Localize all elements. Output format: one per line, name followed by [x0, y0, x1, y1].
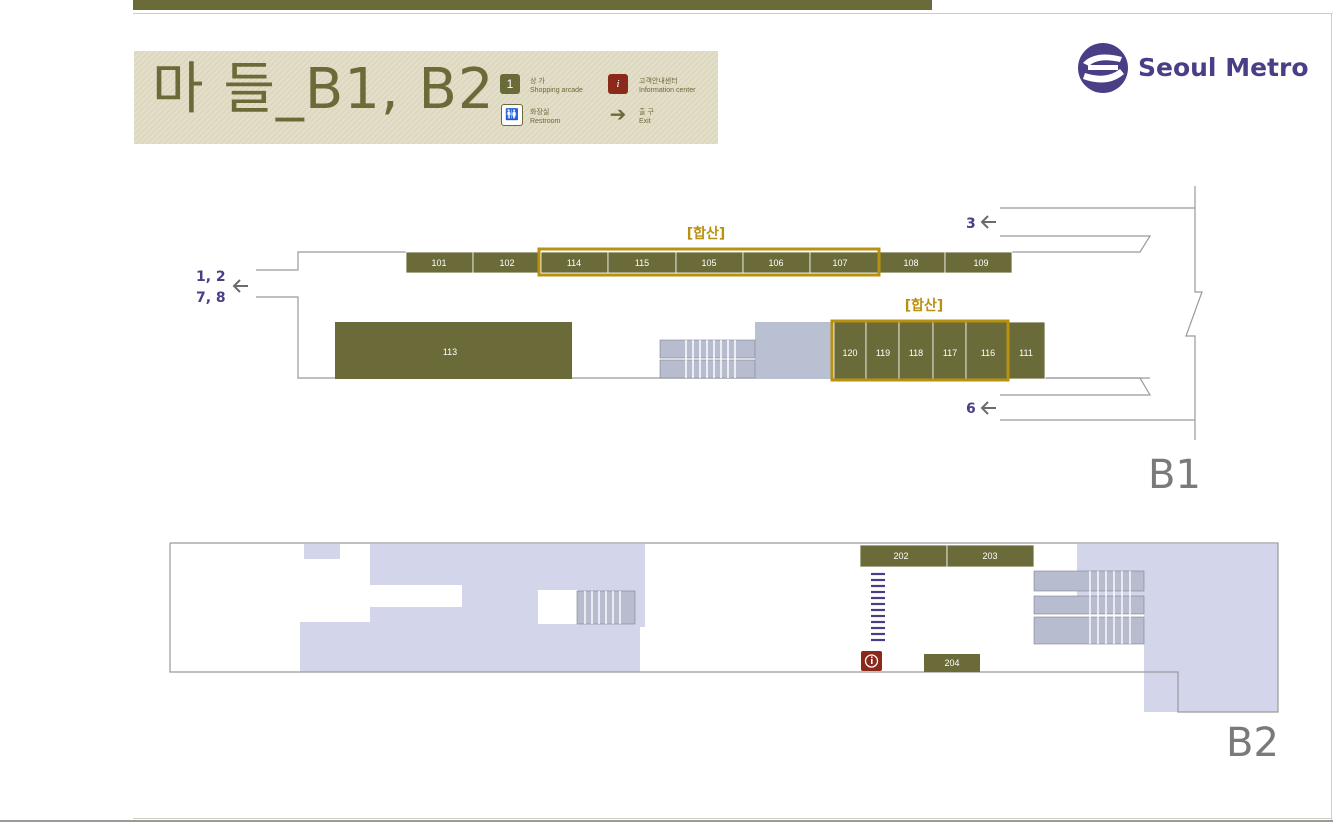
exit-arrow-icon: ➔: [609, 102, 627, 126]
b1-bottom-row: 120 119 118 117 116 111: [833, 321, 1046, 380]
shop-204-label: 204: [944, 658, 959, 668]
b1-merge-highlight-top: [537, 247, 881, 277]
shop-204: [924, 654, 980, 672]
shop-114-label: 114: [567, 258, 581, 268]
shop-101-label: 101: [431, 258, 446, 268]
exit-arrow-left-icon: [232, 279, 248, 293]
legend-info-en: Information center: [639, 87, 696, 94]
shop-111: [1007, 321, 1046, 380]
frame-top-line: [133, 13, 932, 14]
b1-outline: [256, 186, 1203, 440]
shop-111-label: 111: [1019, 348, 1033, 358]
legend-restroom-en: Restroom: [530, 118, 561, 125]
legend-shopping-en: Shopping arcade: [530, 87, 583, 94]
exit-arrow-3-icon: [980, 215, 996, 229]
b1-merge-label-right: [합산]: [905, 297, 944, 314]
shop-105-label: 105: [701, 258, 716, 268]
shop-119: [865, 321, 900, 380]
legend-restroom-ko: 화장실: [530, 109, 550, 116]
exit-arrow-6-icon: [980, 401, 996, 415]
station-title: 마 들_B1, B2: [152, 57, 495, 122]
shop-118: [898, 321, 934, 380]
b2-stairway: [871, 572, 885, 642]
shop-113-label: 113: [443, 347, 457, 357]
title-panel: [134, 51, 718, 144]
shopping-arcade-icon: 1: [500, 74, 520, 94]
b1-merge-highlight-right: [830, 319, 1010, 382]
shop-116-label: 116: [981, 348, 995, 358]
shop-108-label: 108: [903, 258, 918, 268]
shop-202-label: 202: [893, 551, 908, 561]
frame-right-line: [1331, 13, 1332, 820]
information-center-icon: [861, 651, 882, 671]
b2-outline: [169, 542, 1279, 713]
exit-label-3: 3: [966, 216, 976, 232]
page-bottom-edge: [0, 820, 1333, 822]
b1-top-row: 101 102 114 115 105 106 107 108 109: [405, 251, 1013, 274]
seoul-metro-logo-text: Seoul Metro: [1138, 53, 1309, 82]
information-center-icon: i: [608, 74, 628, 94]
shop-118-label: 118: [909, 348, 923, 358]
shop-107-label: 107: [832, 258, 847, 268]
exit-label-6: 6: [966, 401, 976, 417]
shop-102-label: 102: [499, 258, 514, 268]
legend-shopping-ko: 상 가: [530, 78, 545, 85]
shop-203-label: 203: [982, 551, 997, 561]
shop-109: [944, 251, 1013, 274]
shop-117-label: 117: [943, 348, 957, 358]
shop-113: [335, 322, 572, 379]
top-bar: [133, 0, 932, 10]
shop-203: [946, 544, 1035, 568]
shop-115-label: 115: [635, 258, 649, 268]
b2-areas: [300, 544, 1278, 712]
legend-info-ko: 고객안내센터: [639, 78, 678, 85]
frame-top-right-line: [932, 13, 1333, 14]
b2-escalator-right: [1033, 570, 1145, 645]
shop-120: [833, 321, 867, 380]
exit-label-1-2: 1, 2: [196, 269, 226, 285]
shop-109-label: 109: [973, 258, 988, 268]
b1-merge-label-top: [합산]: [687, 225, 726, 242]
b1-floor-label: B1: [1148, 452, 1201, 498]
shop-120-label: 120: [842, 348, 857, 358]
exit-label-7-8: 7, 8: [196, 290, 226, 306]
legend-exit-en: Exit: [639, 118, 651, 125]
b2-floor-label: B2: [1226, 720, 1279, 766]
restroom-icon: 🚻: [501, 104, 523, 126]
b1-concourse-area: [755, 322, 833, 379]
shop-106-label: 106: [768, 258, 783, 268]
shop-117: [932, 321, 967, 380]
frame-bottom-line: [133, 818, 1331, 819]
legend-exit-ko: 출 구: [639, 109, 654, 116]
shop-119-label: 119: [876, 348, 890, 358]
